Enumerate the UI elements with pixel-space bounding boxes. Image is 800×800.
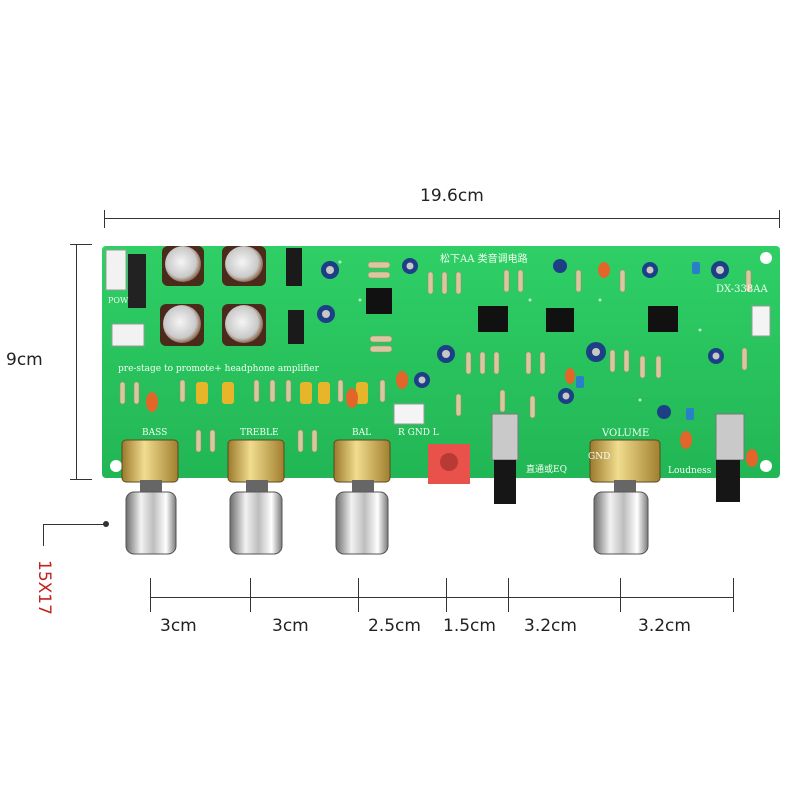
segment-tick-1 [250,578,251,612]
board-chinese-title: 松下AA 类音调电路 [440,254,528,265]
board-subtitle: pre-stage to promote+ headphone amplifie… [118,364,319,374]
power-label: POW [108,296,129,305]
width-label: 19.6cm [420,186,484,206]
side-code-leader-h [43,524,105,525]
knob-label-bass: BASS [142,428,168,438]
segment-label-6: 3.2cm [638,616,691,636]
eq-label: 直通或EQ [526,465,567,475]
height-dimension-tick-bottom [70,479,92,480]
segment-tick-4 [508,578,509,612]
knob-label-volume: VOLUME [602,428,650,439]
height-dimension-line [76,244,77,480]
segment-label-4: 1.5cm [443,616,496,636]
width-dimension-tick-right [779,210,780,228]
gnd-label: GND [588,452,611,462]
height-dimension-tick-top [70,244,92,245]
segment-tick-2 [358,578,359,612]
rgndl-label: R GND L [398,428,439,438]
height-label: 9cm [6,350,43,370]
segment-label-3: 2.5cm [368,616,421,636]
segment-tick-6 [733,578,734,612]
width-dimension-tick-left [104,210,105,228]
segment-label-5: 3.2cm [524,616,577,636]
width-dimension-line [104,218,780,219]
board-model-label: DX-338AA [716,284,768,295]
side-code-dot [103,521,109,527]
side-code-leader-v [43,524,44,546]
knob-label-bal: BAL [352,428,372,438]
segment-tick-5 [620,578,621,612]
segment-tick-0 [150,578,151,612]
loudness-label: Loudness [668,466,712,476]
segment-label-1: 3cm [160,616,197,636]
segment-dimension-line [150,597,733,598]
knob-label-treble: TREBLE [240,428,279,438]
segment-label-2: 3cm [272,616,309,636]
segment-tick-3 [446,578,447,612]
